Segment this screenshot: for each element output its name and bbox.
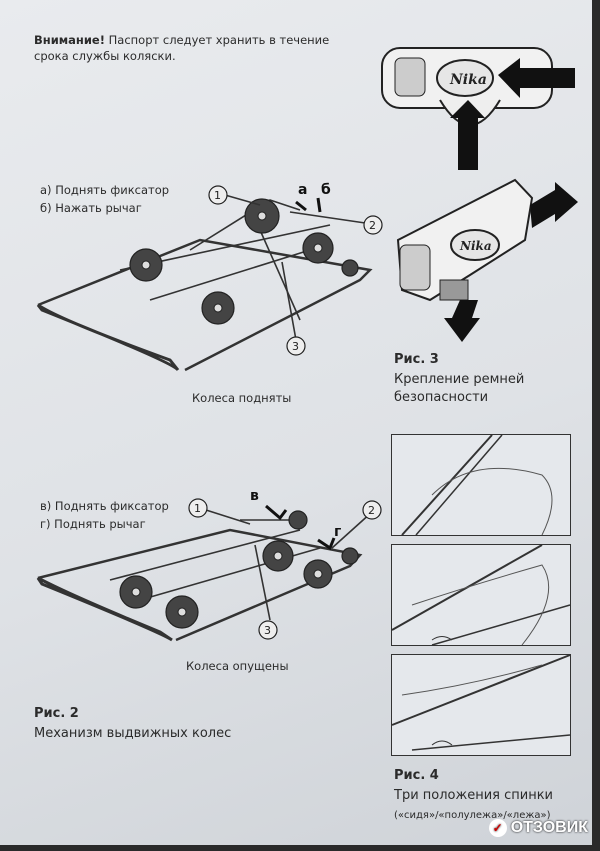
fig4-title: Рис. 4 [394, 768, 439, 783]
fig2-wheel [341, 547, 359, 565]
svg-text:3: 3 [292, 340, 299, 353]
fig1-letter-a: а [298, 182, 307, 198]
fig2-callout-2: 2 [362, 500, 382, 520]
fig2-callout-3: 3 [258, 620, 278, 640]
instruction-sheet: Внимание! Паспорт следует хранить в тече… [0, 0, 592, 845]
fig1-step-b: б) Нажать рычаг [40, 201, 142, 215]
notice-line1: Паспорт следует хранить в течение [104, 33, 330, 47]
watermark-text: ОТЗОВИК [510, 819, 588, 836]
fig2-subtitle: Механизм выдвижных колес [34, 726, 232, 741]
fig2-letter-v: в [250, 488, 259, 504]
buckle-bottom: Nika [396, 178, 578, 342]
svg-text:1: 1 [194, 502, 201, 515]
backrest-panel-lying [391, 654, 571, 756]
svg-text:3: 3 [264, 624, 271, 637]
fig3-line1: Крепление ремней [394, 372, 525, 387]
fig1-callout-3: 3 [286, 336, 306, 356]
fig2-step-v: в) Поднять фиксатор [40, 499, 169, 513]
fig2-letter-g: г [334, 524, 341, 540]
fig2-step-g: г) Поднять рычаг [40, 517, 146, 531]
backrest-panel-reclined [391, 544, 571, 646]
otzovik-logo-icon: ✓ [488, 818, 507, 837]
fig3-title: Рис. 3 [394, 352, 439, 367]
svg-text:2: 2 [368, 504, 375, 517]
notice-line2: срока службы коляски. [34, 49, 176, 63]
buckle-logo-bottom: Nika [459, 239, 492, 253]
fig2-wheel [288, 510, 308, 530]
fig3-line2: безопасности [394, 390, 489, 405]
fig1-step-a: а) Поднять фиксатор [40, 183, 170, 197]
fig1-chassis [36, 194, 373, 372]
buckle-top: Nika [381, 47, 575, 170]
buckle-logo-top: Nika [449, 72, 487, 88]
fig2-caption: Колеса опущены [186, 659, 289, 673]
fig1-callout-2: 2 [363, 215, 383, 235]
fig4-line1: Три положения спинки [394, 788, 553, 803]
svg-text:2: 2 [369, 219, 376, 232]
notice-bold: Внимание! [34, 33, 105, 47]
fig1-letter-b: б [321, 182, 331, 198]
fig1-caption: Колеса подняты [192, 391, 292, 405]
fig4-line2: («сидя»/«полулежа»/«лежа») [394, 810, 551, 821]
otzovik-watermark: ✓ОТЗОВИК [488, 818, 588, 837]
backrest-panel-sitting [391, 434, 571, 536]
fig2-title: Рис. 2 [34, 706, 79, 721]
fig2-chassis [36, 504, 373, 642]
svg-text:1: 1 [214, 189, 221, 202]
fig1-callout-1: 1 [208, 185, 228, 205]
fig1-wheel [341, 259, 359, 277]
notice-text: Внимание! Паспорт следует хранить в тече… [34, 32, 344, 64]
fig2-callout-1: 1 [188, 498, 208, 518]
